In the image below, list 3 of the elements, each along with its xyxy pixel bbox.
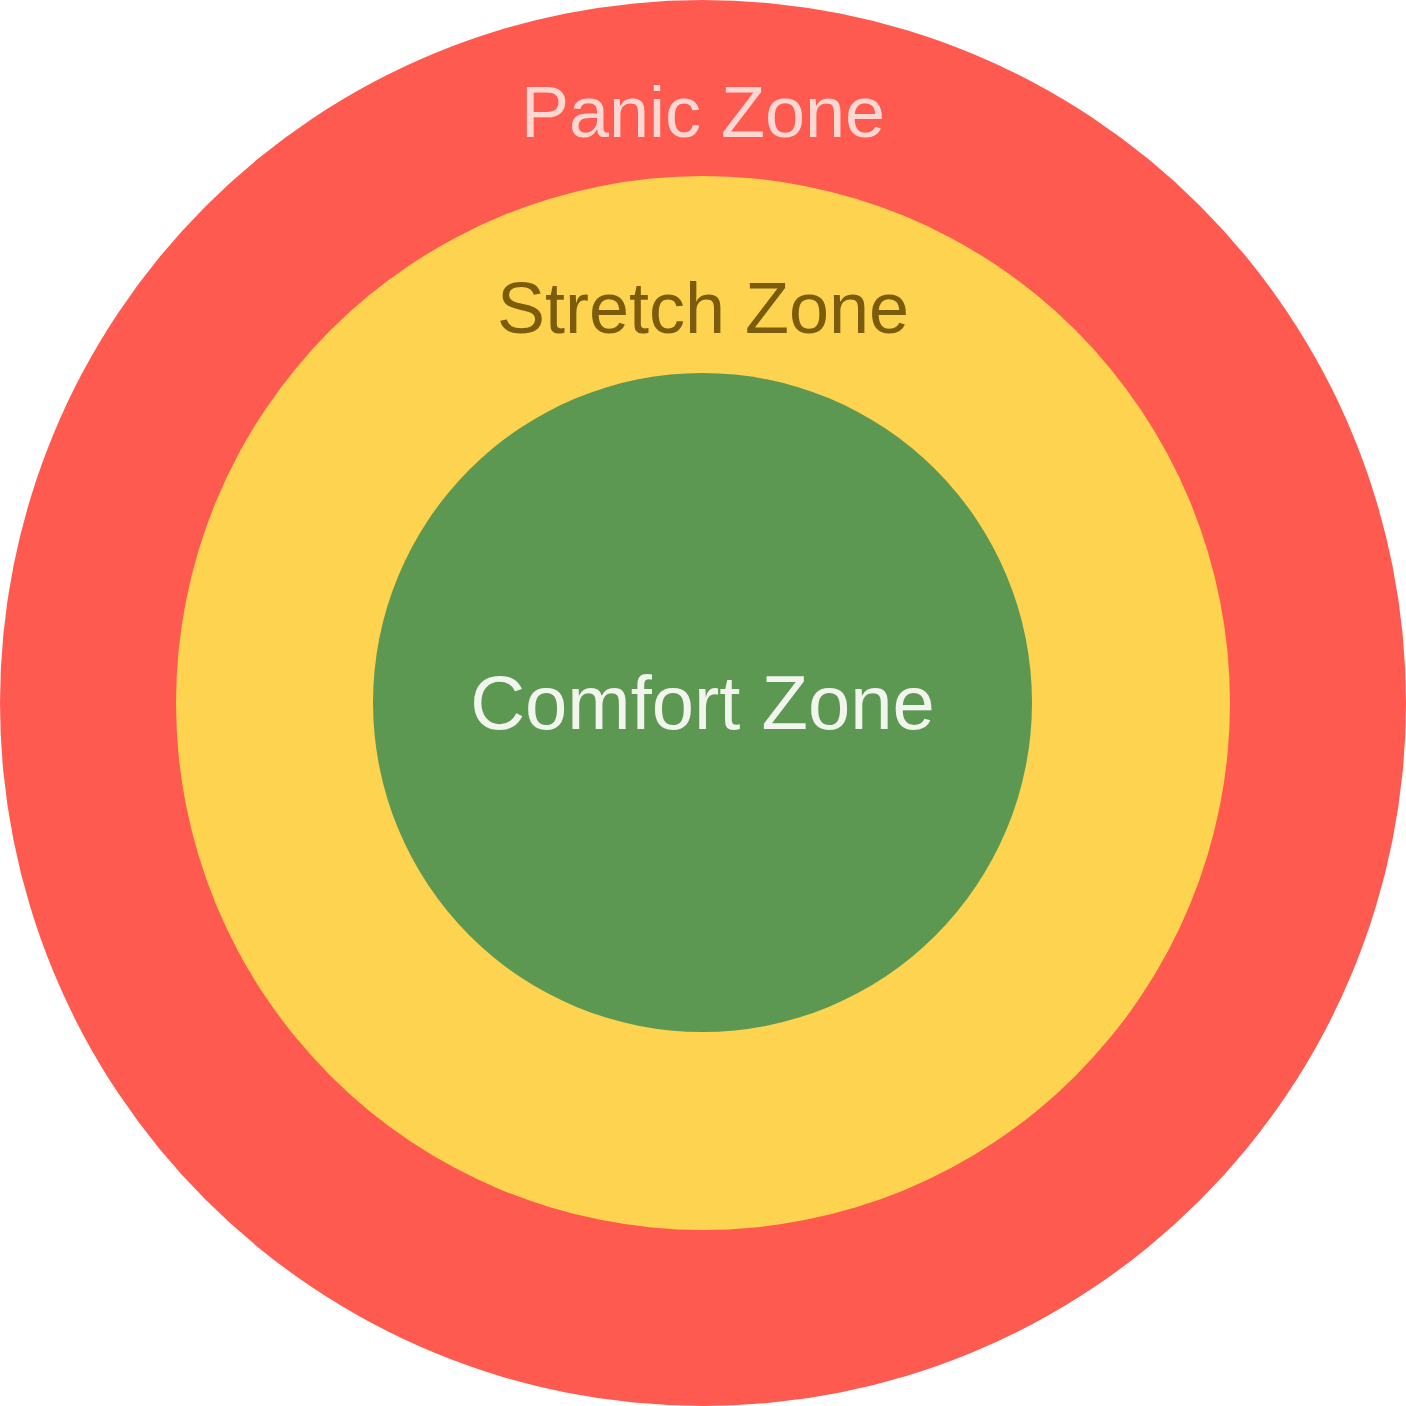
zone-label: Comfort Zone [470, 664, 935, 741]
zone-label: Panic Zone [520, 76, 886, 148]
zone-label: Stretch Zone [496, 272, 910, 344]
